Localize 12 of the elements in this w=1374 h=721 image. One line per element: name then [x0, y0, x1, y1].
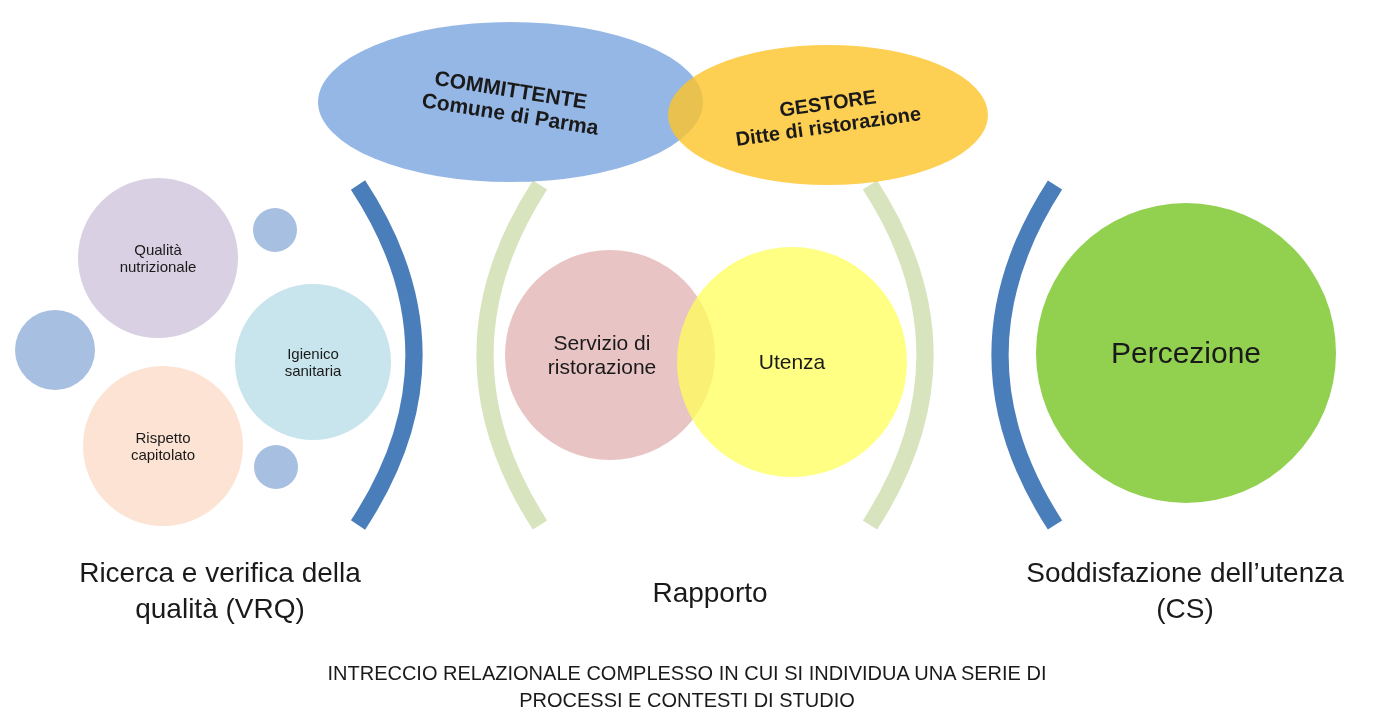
circle-label: Percezione	[1110, 336, 1262, 370]
section-label: Soddisfazione dell’utenza (CS)	[1025, 556, 1345, 626]
circle-label: Igienico sanitaria	[283, 345, 343, 379]
circle-label: Qualità nutrizionale	[118, 241, 198, 275]
circle-label: Servizio di ristorazione	[546, 331, 658, 379]
caption: INTRECCIO RELAZIONALE COMPLESSO IN CUI SI INDIVIDUA UNA SERIE DI PROCESSI E CONTESTI DI STUDIO	[326, 661, 1048, 713]
circle-label: Rispetto capitolato	[129, 429, 197, 463]
circle-label: Utenza	[758, 350, 826, 374]
circle	[254, 445, 298, 489]
section-label: Rapporto	[651, 576, 769, 610]
section-label: Ricerca e verifica della qualità (VRQ)	[78, 556, 362, 626]
circle	[253, 208, 297, 252]
